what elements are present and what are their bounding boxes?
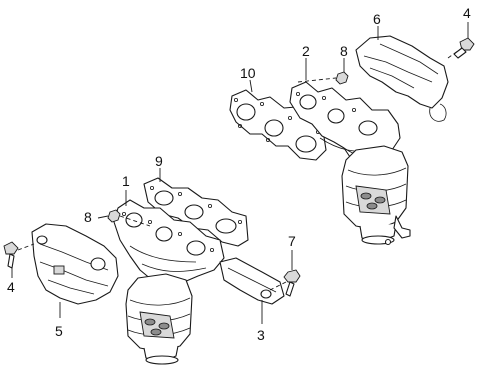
- exhaust-manifold-right: [289, 81, 401, 167]
- callout-4-left: 4: [7, 279, 15, 295]
- callout-8-right: 8: [340, 43, 348, 59]
- gasket-left: [143, 177, 249, 247]
- bolt-7: [283, 269, 301, 297]
- callout-7: 7: [288, 233, 296, 249]
- callout-2: 2: [302, 43, 310, 59]
- callout-4-right: 4: [463, 5, 471, 21]
- catalytic-converter-left: [125, 273, 193, 365]
- callout-9: 9: [155, 153, 163, 169]
- leaders-left: [11, 168, 293, 324]
- bolt-left: [3, 241, 19, 269]
- heat-protector-left: [31, 223, 119, 305]
- bolt-right: [453, 37, 475, 59]
- catalytic-converter-right: [341, 145, 411, 246]
- callout-3: 3: [257, 327, 265, 343]
- nut-left: [107, 209, 121, 223]
- exhaust-manifold-left: [113, 199, 225, 287]
- gasket-right: [229, 89, 327, 161]
- bracket: [219, 257, 285, 305]
- heat-protector-right: [355, 35, 449, 122]
- callout-8-left: 8: [84, 209, 92, 225]
- callout-5: 5: [55, 323, 63, 339]
- callout-10: 10: [240, 65, 256, 81]
- callout-1: 1: [122, 173, 130, 189]
- callout-6: 6: [373, 11, 381, 27]
- nut-right: [335, 71, 349, 85]
- leaders-right: [249, 22, 469, 93]
